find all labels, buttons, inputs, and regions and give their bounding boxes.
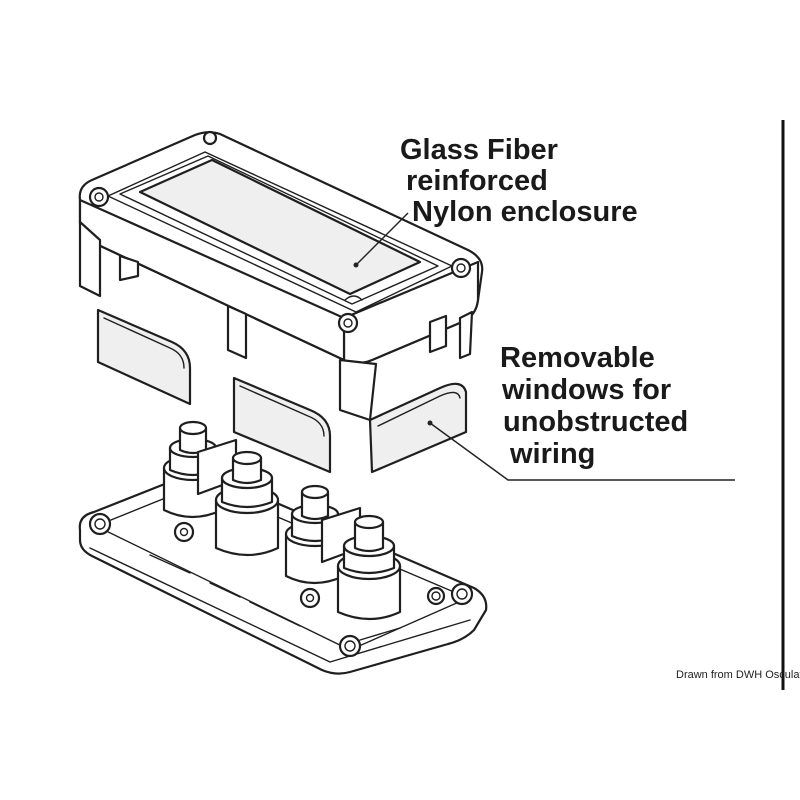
window-panel-right — [368, 382, 468, 474]
window-panel-left — [96, 308, 192, 406]
windows-label-line-1: Removable — [500, 342, 655, 374]
credit-text: Drawn from DWH Osculati Srl — [676, 669, 800, 681]
stud-2 — [214, 450, 280, 557]
removable-windows — [96, 308, 468, 474]
window-panel-center — [232, 376, 332, 474]
terminal-studs — [162, 420, 402, 621]
enclosure-label-line-2: reinforced — [406, 165, 548, 197]
enclosure-label-line-1: Glass Fiber — [400, 134, 558, 166]
base-plate — [78, 468, 488, 675]
enclosure-cover — [78, 130, 484, 422]
windows-label-line-3: unobstructed — [503, 406, 689, 438]
enclosure-leader-line — [355, 212, 409, 266]
windows-label-line-2: windows for — [502, 374, 672, 406]
windows-leader-line — [429, 422, 735, 481]
enclosure-leader-dot — [353, 262, 359, 268]
windows-label-line-4: wiring — [510, 438, 596, 470]
stud-4 — [336, 514, 402, 621]
enclosure-label-line-3: Nylon enclosure — [412, 196, 638, 228]
windows-leader-dot — [427, 420, 433, 426]
